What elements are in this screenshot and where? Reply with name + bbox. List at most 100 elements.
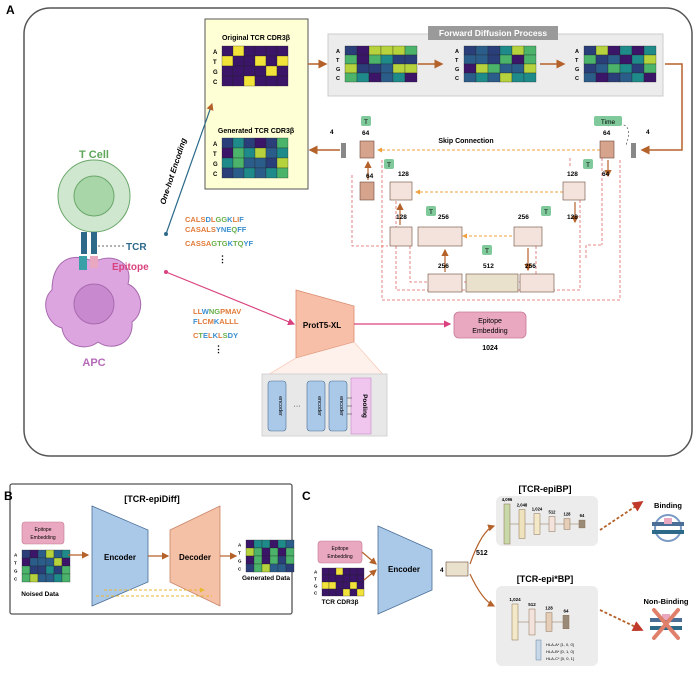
grid-cell — [475, 72, 489, 83]
unet-enc-128 — [562, 181, 586, 201]
nucleotide-label: T — [575, 58, 579, 64]
grid-cell — [463, 63, 477, 74]
grid-cell — [499, 45, 513, 56]
panel-b-title: [TCR-epiDiff] — [124, 494, 180, 504]
arrow-to-binding — [599, 501, 644, 531]
grid-cell — [392, 63, 406, 74]
encoder-label-3: encoder — [338, 396, 344, 416]
grid-cell — [221, 167, 234, 179]
sequence-letter: L — [233, 215, 238, 224]
layer-dim: 128 — [564, 512, 572, 517]
grid-cell — [487, 54, 501, 65]
grid-cell — [276, 147, 289, 159]
grid-cell — [243, 147, 256, 159]
grid-cell — [328, 581, 337, 590]
grid-cell — [45, 573, 55, 583]
unet-in-4 — [631, 143, 636, 158]
grid-cell — [253, 563, 263, 573]
c-arrow-sbp — [469, 573, 496, 607]
nucleotide-label: A — [14, 552, 18, 557]
grid-cell — [607, 72, 621, 83]
unet-bottleneck-512 — [465, 273, 519, 293]
tcr-chain-1 — [81, 232, 87, 254]
grid-cell — [321, 588, 330, 597]
grid-cell — [277, 563, 287, 573]
generated-title: Generated TCR CDR3β — [218, 128, 295, 135]
epitope-embedding-box — [453, 311, 527, 339]
grid-cell — [285, 547, 295, 557]
sequence-letter: D — [205, 215, 211, 224]
b-decoder-label: Decoder — [179, 553, 211, 562]
grid-cell — [328, 567, 337, 576]
c-arrow-bp — [469, 524, 496, 565]
sequence-letter: W — [202, 307, 210, 316]
layer-block — [518, 509, 526, 539]
layer-dim: 512 — [528, 602, 536, 607]
layer-dim: 64 — [580, 513, 585, 518]
layer-dim: 2,048 — [517, 503, 528, 508]
layer-block — [511, 603, 519, 641]
tcr-ellipsis: ⋮ — [218, 254, 227, 264]
grid-cell — [404, 54, 418, 65]
unet-bottleneck-256b — [519, 273, 555, 293]
grid-cell — [523, 54, 537, 65]
sequence-letter: G — [214, 307, 220, 316]
grid-cell — [380, 54, 394, 65]
nucleotide-label: T — [336, 58, 340, 64]
grid-cell — [583, 45, 597, 56]
nucleotide-label: A — [336, 49, 340, 55]
grid-cell — [595, 63, 609, 74]
grid-cell — [487, 63, 501, 74]
grid-cell — [328, 574, 337, 583]
t-badge-2: T — [384, 159, 394, 169]
layer-block — [548, 516, 556, 532]
dim-128-right-2: 128 — [567, 214, 578, 221]
svg-text:T: T — [485, 248, 489, 255]
sequence-row: CTELKLSDY — [193, 331, 238, 340]
layer-dim: 128 — [545, 606, 553, 611]
grid-cell — [221, 55, 234, 67]
grid-cell — [243, 45, 256, 57]
layer-dim: 4,096 — [502, 497, 513, 502]
sequence-letter: S — [211, 225, 216, 234]
nucleotide-label: G — [238, 558, 242, 563]
sequence-letter: C — [193, 331, 199, 340]
b-generated-grid — [245, 539, 295, 573]
grid-cell — [392, 72, 406, 83]
grid-cell — [232, 55, 245, 67]
grid-cell — [342, 588, 351, 597]
grid-cell — [243, 75, 256, 87]
grid-cell — [21, 557, 31, 567]
grid-cell — [232, 65, 245, 77]
grid-cell — [463, 54, 477, 65]
grid-cell — [499, 72, 513, 83]
grid-cell — [404, 72, 418, 83]
grid-cell — [254, 147, 267, 159]
sequence-letter: A — [190, 239, 196, 248]
c-epi-line1: Epitope — [332, 546, 349, 552]
dim-128-left-2: 128 — [396, 214, 407, 221]
grid-cell — [269, 563, 279, 573]
sequence-letter: C — [185, 215, 191, 224]
nucleotide-label: G — [455, 67, 459, 73]
unet-dec-256-wide — [417, 226, 463, 247]
grid-cell — [269, 547, 279, 557]
sequence-letter: K — [214, 317, 220, 326]
grid-cell — [221, 157, 234, 169]
sequence-letter: F — [242, 225, 247, 234]
grid-cell — [37, 557, 47, 567]
grid-cell — [37, 549, 47, 559]
nucleotide-label: A — [455, 49, 459, 55]
layer-dim: 64 — [563, 608, 569, 613]
nucleotide-label: G — [14, 568, 18, 573]
sequence-letter: K — [227, 215, 233, 224]
sequence-letter: L — [218, 331, 223, 340]
grid-cell — [380, 63, 394, 74]
layer-block — [545, 612, 553, 632]
original-grid — [221, 45, 289, 87]
layer-block — [578, 519, 586, 529]
forward-diffusion-header — [428, 26, 558, 40]
